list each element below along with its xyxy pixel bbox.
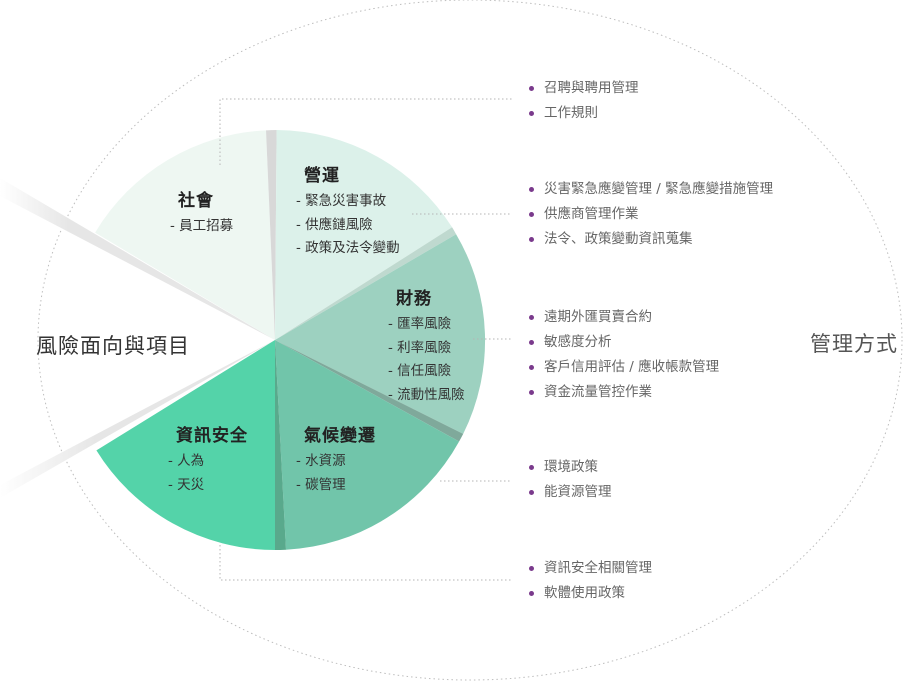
segment-item: - 供應鏈風險: [296, 216, 373, 233]
segment-title: 氣候變遷: [304, 426, 376, 446]
segment-title: 社會: [178, 191, 214, 211]
connector-lines: [219, 98, 512, 581]
management-item: 環境政策: [528, 455, 612, 480]
segment-title: 營運: [304, 166, 340, 186]
segment-climate: [275, 340, 460, 550]
gap-fin-climate: [275, 340, 464, 442]
segment-item: - 水資源: [296, 453, 346, 469]
segment-item: - 碳管理: [296, 476, 346, 493]
segment-item: - 員工招募: [170, 218, 234, 234]
right-title: 管理方式: [810, 332, 898, 356]
segment-label-finance: 財務 - 匯率風險 - 利率風險 - 信任風險 - 流動性風險: [388, 284, 465, 407]
gap-ops-fin: [275, 227, 457, 340]
gap-social-ops: [266, 130, 277, 340]
segment-item: - 緊急災害事故: [296, 193, 387, 209]
management-group-infosec: 資訊安全相關管理 軟體使用政策: [528, 556, 652, 606]
segment-label-infosec: 資訊安全 - 人為 - 天災: [168, 421, 248, 497]
gap-climate-infosec: [275, 340, 286, 550]
management-item: 法令、政策變動資訊蒐集: [528, 227, 773, 252]
management-item: 敏感度分析: [528, 330, 719, 355]
left-wedge: [0, 178, 275, 340]
management-item: 災害緊急應變管理 / 緊急應變措施管理: [528, 177, 773, 202]
segment-title: 資訊安全: [176, 426, 248, 446]
connector-infosec: [219, 545, 512, 581]
management-group-finance: 遠期外匯買賣合約 敏感度分析 客戶信用評估 / 應收帳款管理 資金流量管控作業: [528, 305, 719, 405]
segment-item: - 信任風險: [388, 363, 452, 379]
segment-label-operations: 營運 - 緊急災害事故 - 供應鏈風險 - 政策及法令變動: [296, 161, 400, 261]
management-item: 供應商管理作業: [528, 202, 773, 227]
segment-item: - 天災: [168, 476, 205, 493]
management-item: 能資源管理: [528, 480, 612, 505]
segment-label-social: 社會 - 員工招募: [170, 186, 233, 239]
segment-title: 財務: [396, 289, 432, 309]
connector-social: [219, 98, 512, 165]
segment-label-climate: 氣候變遷 - 水資源 - 碳管理: [296, 421, 376, 497]
management-item: 工作規則: [528, 101, 639, 126]
management-item: 遠期外匯買賣合約: [528, 305, 719, 330]
management-group-social: 召聘與聘用管理 工作規則: [528, 76, 639, 126]
segment-item: - 匯率風險: [388, 316, 452, 332]
segment-social: [95, 130, 275, 340]
segment-item: - 政策及法令變動: [296, 240, 400, 256]
left-title: 風險面向與項目: [36, 334, 190, 358]
management-item: 資金流量管控作業: [528, 380, 719, 405]
segment-item: - 利率風險: [388, 339, 452, 356]
management-group-operations: 災害緊急應變管理 / 緊急應變措施管理 供應商管理作業 法令、政策變動資訊蒐集: [528, 177, 773, 252]
segment-operations: [275, 130, 453, 340]
segment-finance: [275, 234, 486, 434]
segment-item: - 流動性風險: [388, 386, 465, 403]
management-item: 軟體使用政策: [528, 581, 652, 606]
management-item: 資訊安全相關管理: [528, 556, 652, 581]
segment-infosec: [96, 340, 276, 550]
left-wedge-lower: [0, 340, 275, 498]
management-group-climate: 環境政策 能資源管理: [528, 455, 612, 505]
outer-dotted-ellipse: [37, 0, 903, 681]
management-item: 客戶信用評估 / 應收帳款管理: [528, 355, 719, 380]
segment-item: - 人為: [168, 453, 205, 469]
management-item: 召聘與聘用管理: [528, 76, 639, 101]
